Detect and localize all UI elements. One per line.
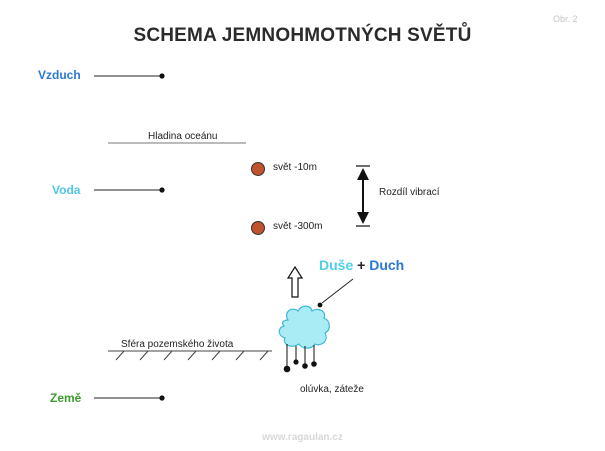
air-level-label: Vzduch [38, 68, 81, 82]
page-title: SCHEMA JEMNOHMOTNÝCH SVĚTŮ [133, 25, 472, 46]
soul-label: Duše [319, 257, 354, 273]
soul-spirit-label: Duše + Duch [319, 257, 404, 273]
plus-sign: + [357, 257, 366, 273]
world-300-label: svět -300m [273, 221, 323, 232]
earthly-sphere-label: Sféra pozemského života [121, 339, 234, 350]
spirit-label: Duch [369, 257, 405, 273]
world-10-dot [251, 162, 265, 176]
burden-weights [283, 344, 317, 373]
burden-label: olúvka, záteže [300, 384, 364, 395]
page-number: Obr. 2 [553, 14, 578, 24]
soul-pointer-dot [317, 302, 323, 308]
vibration-difference-label: Rozdíl vibrací [379, 187, 440, 198]
water-pointer [94, 187, 165, 193]
soul-pointer-line [321, 278, 354, 304]
air-pointer [94, 73, 165, 79]
up-arrow-icon [286, 265, 304, 298]
earth-pointer [94, 395, 165, 401]
ocean-surface-label: Hladina oceánu [148, 131, 218, 142]
ground-line [108, 350, 272, 361]
earth-level-label: Země [50, 391, 82, 405]
water-level-label: Voda [52, 183, 81, 197]
world-10-label: svět -10m [273, 162, 317, 173]
world-300-dot [251, 221, 265, 235]
soul-blob [278, 305, 330, 349]
footer-url: www.ragaulan.cz [262, 432, 343, 443]
vibration-arrow [356, 165, 370, 227]
